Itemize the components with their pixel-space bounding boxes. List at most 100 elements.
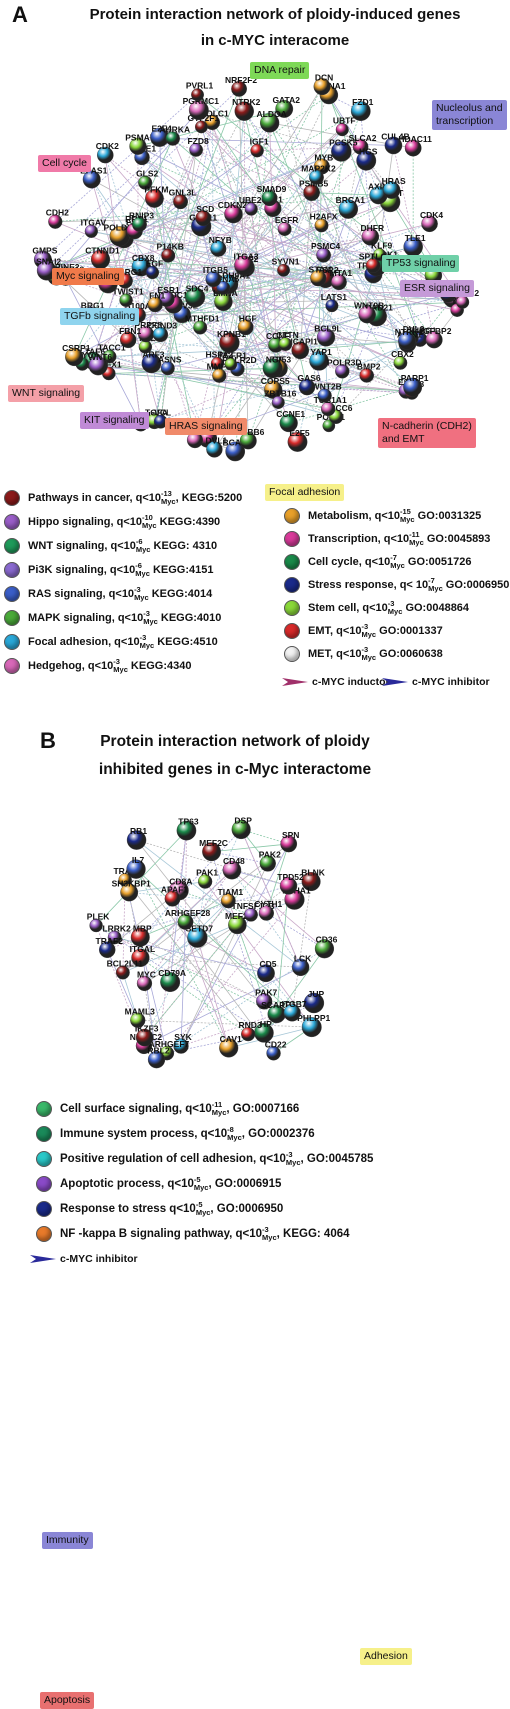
na-node-label: DCN xyxy=(315,73,333,83)
nb-node-label: MEF2C xyxy=(199,838,228,848)
na-node: BMP2 xyxy=(357,361,381,382)
na-node-label: FN1 xyxy=(149,291,165,301)
na-node-label: IGFBP2 xyxy=(421,326,452,336)
inhibitor-label-a: c-MYC inhibitor xyxy=(412,676,490,688)
panel-a-group-label: Cell cycle xyxy=(38,155,91,172)
na-node-label: FBN1 xyxy=(119,326,141,336)
panel-a-left-legend-swatch xyxy=(4,586,20,602)
na-node-label: MYB xyxy=(314,152,333,162)
inhibitor-arrow-icon xyxy=(382,676,408,688)
na-node-label: VCL xyxy=(154,408,171,418)
inductor-arrow-icon xyxy=(282,676,308,688)
na-node-label: PCSK5 xyxy=(329,137,358,147)
panel-b-legend-swatch xyxy=(36,1176,52,1192)
nb-node-label: MBP xyxy=(133,923,152,933)
na-node-label: STAM xyxy=(309,264,332,274)
nb-node-label: PAK7 xyxy=(255,987,277,997)
nb-node: SPN xyxy=(281,830,300,852)
panel-b-title-line2: inhibited genes in c-Myc interactome xyxy=(70,756,400,784)
panel-a: A Protein interaction network of ploidy-… xyxy=(0,0,510,700)
na-node-label: IGF1 xyxy=(250,137,269,147)
na-node-label: ITGB5 xyxy=(203,265,228,275)
na-node-label: ALDOA xyxy=(257,109,287,119)
panel-a-right-legend-swatch xyxy=(284,600,300,616)
na-node: FZD8 xyxy=(187,136,209,157)
panel-a-left-legend-swatch xyxy=(4,658,20,674)
nb-node: CD5 xyxy=(257,959,276,982)
panel-a-group-label: N-cadherin (CDH2) and EMT xyxy=(378,418,476,448)
na-node-label: CDK2 xyxy=(96,141,119,151)
na-node-label: P14KB xyxy=(157,242,184,252)
panel-a-group-label: TP53 signaling xyxy=(382,255,459,272)
nb-node-label: TPD52 xyxy=(277,872,304,882)
na-node-label: MAP2K2 xyxy=(301,163,336,173)
inhibitor-legend-b: c-MYC inhibitor xyxy=(30,1253,138,1265)
panel-a-right-legend-swatch xyxy=(284,623,300,639)
nb-edge xyxy=(181,922,185,1046)
na-node: NFYB xyxy=(209,235,232,257)
inhibitor-arrow-icon-b xyxy=(30,1253,56,1265)
na-node-label: WNT9B xyxy=(354,301,384,311)
na-node-label: CDK4 xyxy=(420,210,443,220)
panel-b-group-label: Apoptosis xyxy=(40,1692,94,1709)
na-node-label: NTRK1 xyxy=(395,327,424,337)
nb-node-label: CD48 xyxy=(223,856,245,866)
na-node-label: HGF xyxy=(239,313,257,323)
nb-node: TRAF2 xyxy=(96,936,124,958)
nb-node-label: TRAF2 xyxy=(96,936,124,946)
panel-b-title: Protein interaction network of ploidy in… xyxy=(70,728,400,784)
na-node-label: ITGAV xyxy=(81,217,107,227)
panel-a-group-label: TGFb signaling xyxy=(60,308,139,325)
na-node: CDH2 xyxy=(46,208,69,229)
nb-node: IL7 xyxy=(127,855,146,878)
na-node-label: SYVN1 xyxy=(272,256,300,266)
nb-node-label: TIAM1 xyxy=(218,887,244,897)
nb-edge xyxy=(197,938,266,974)
na-node-label: AURKA xyxy=(159,125,190,135)
nb-node-label: SH3KBP1 xyxy=(112,879,151,889)
panel-a-title: Protein interaction network of ploidy-in… xyxy=(40,2,510,54)
na-node-label: WNT2B xyxy=(312,382,342,392)
na-node: CDK2 xyxy=(96,141,119,163)
na-node: CDK4 xyxy=(420,210,443,232)
nb-node: CD48 xyxy=(223,856,245,879)
na-node-label: SMAD9 xyxy=(257,184,287,194)
na-node-label: TWIST1 xyxy=(112,286,143,296)
na-node: IGF1 xyxy=(250,137,269,158)
inductor-label: c-MYC inductor xyxy=(312,676,390,688)
panel-b-legend-swatch xyxy=(36,1226,52,1242)
nb-node-label: MYC xyxy=(137,969,156,979)
panel-a-left-legend-swatch xyxy=(4,514,20,530)
panel-b-legend-row: Positive regulation of cell adhesion, q<… xyxy=(36,1151,373,1167)
na-node-label: CSRP1 xyxy=(62,343,91,353)
nb-node: CD22 xyxy=(265,1039,287,1060)
nb-node-label: ARHGEF28 xyxy=(165,908,211,918)
na-node-label: DVL1 xyxy=(206,435,228,445)
na-node-label: BNIP3 xyxy=(129,210,154,220)
panel-b-title-line1: Protein interaction network of ploidy xyxy=(70,728,400,756)
nb-node-label: TP63 xyxy=(178,817,199,827)
na-node-label: E2F5 xyxy=(289,428,310,438)
panel-a-left-legend-swatch xyxy=(4,490,20,506)
na-node-label: EGF xyxy=(146,259,163,269)
inhibitor-legend-a: c-MYC inhibitor xyxy=(382,676,490,688)
panel-b-legend-text: Positive regulation of cell adhesion, q<… xyxy=(60,1151,373,1167)
na-node-label: H2AFX xyxy=(310,211,338,221)
nb-edge xyxy=(138,1020,312,1027)
